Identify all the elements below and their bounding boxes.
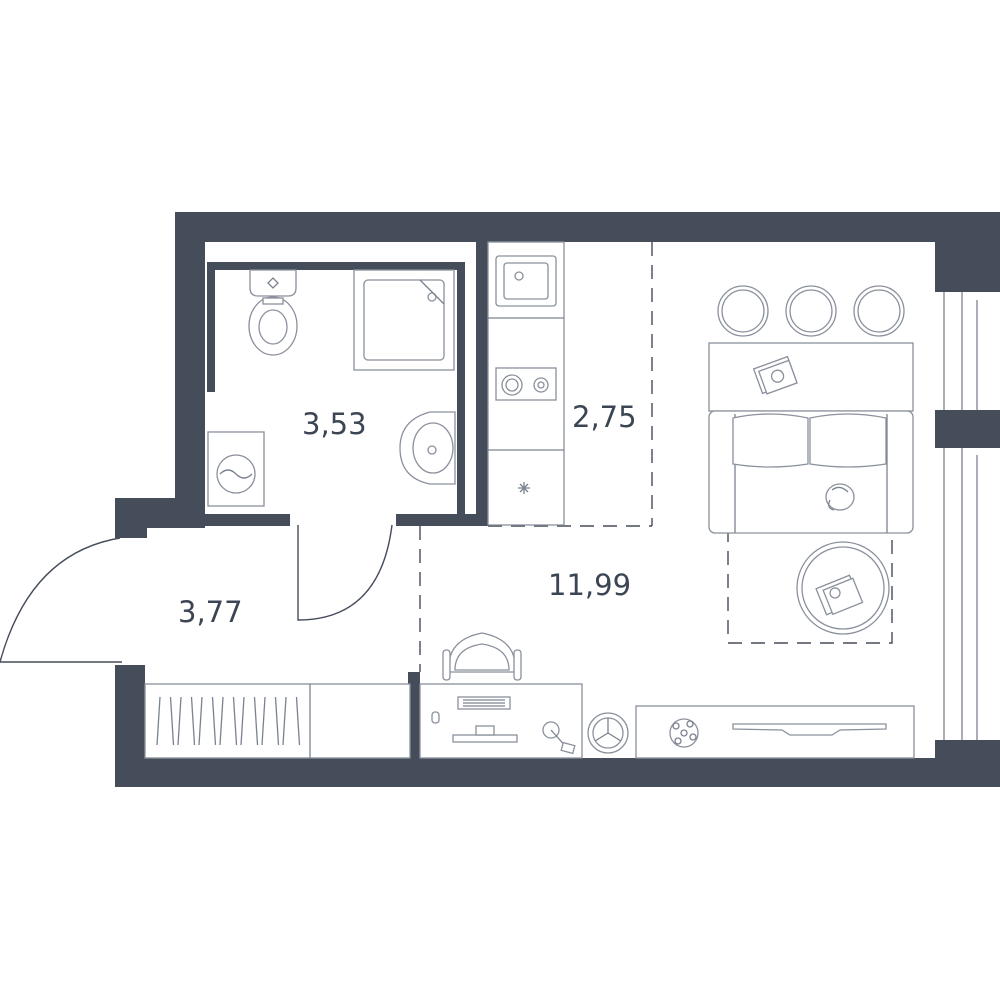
hanger <box>240 696 245 746</box>
bathroom-door-icon <box>297 524 393 621</box>
cooktop-icon <box>495 367 557 401</box>
kitchen-sink-icon <box>495 255 557 307</box>
fridge-icon <box>518 482 530 494</box>
robot-vacuum-icon <box>587 712 629 754</box>
hangers <box>156 696 301 746</box>
hanger <box>274 696 280 746</box>
hanger <box>198 696 203 746</box>
bar-counter-icon <box>708 342 914 412</box>
toilet-icon <box>248 269 298 356</box>
shower-tray-icon <box>353 269 455 371</box>
window-icon <box>943 292 978 740</box>
hanger <box>211 696 217 746</box>
washing-machine-icon <box>207 431 265 507</box>
sink-icon <box>399 411 456 485</box>
hanger <box>177 696 182 746</box>
zone-dividers <box>419 242 893 672</box>
hanger <box>190 696 196 746</box>
lamp-icon <box>542 721 576 755</box>
monitor-icon <box>452 725 518 743</box>
hanger <box>253 696 259 746</box>
tv-icon <box>732 723 887 736</box>
hanger <box>169 696 175 746</box>
desk-icon <box>419 683 583 759</box>
desk-chair-icon <box>442 632 522 681</box>
sofa-icon <box>708 410 914 534</box>
bar-stool-icon <box>717 285 905 337</box>
plant-icon <box>669 718 699 748</box>
hallway-area: 3,77 <box>178 595 243 629</box>
kitchen-area: 2,75 <box>572 400 637 434</box>
cat-icon <box>825 483 855 511</box>
wardrobe-icon <box>144 683 411 759</box>
hanger <box>232 696 238 746</box>
bathroom-area: 3,53 <box>302 407 367 441</box>
hanger <box>295 696 301 746</box>
keyboard-icon <box>457 696 511 710</box>
hanger <box>156 696 161 746</box>
hanger <box>261 696 266 746</box>
entrance-door-icon <box>0 537 122 663</box>
mouse-icon <box>431 711 440 724</box>
living-area: 11,99 <box>548 568 631 602</box>
coffee-table-icon <box>796 541 890 635</box>
hanger <box>282 696 287 746</box>
walls <box>115 212 1000 787</box>
hanger <box>219 696 224 746</box>
